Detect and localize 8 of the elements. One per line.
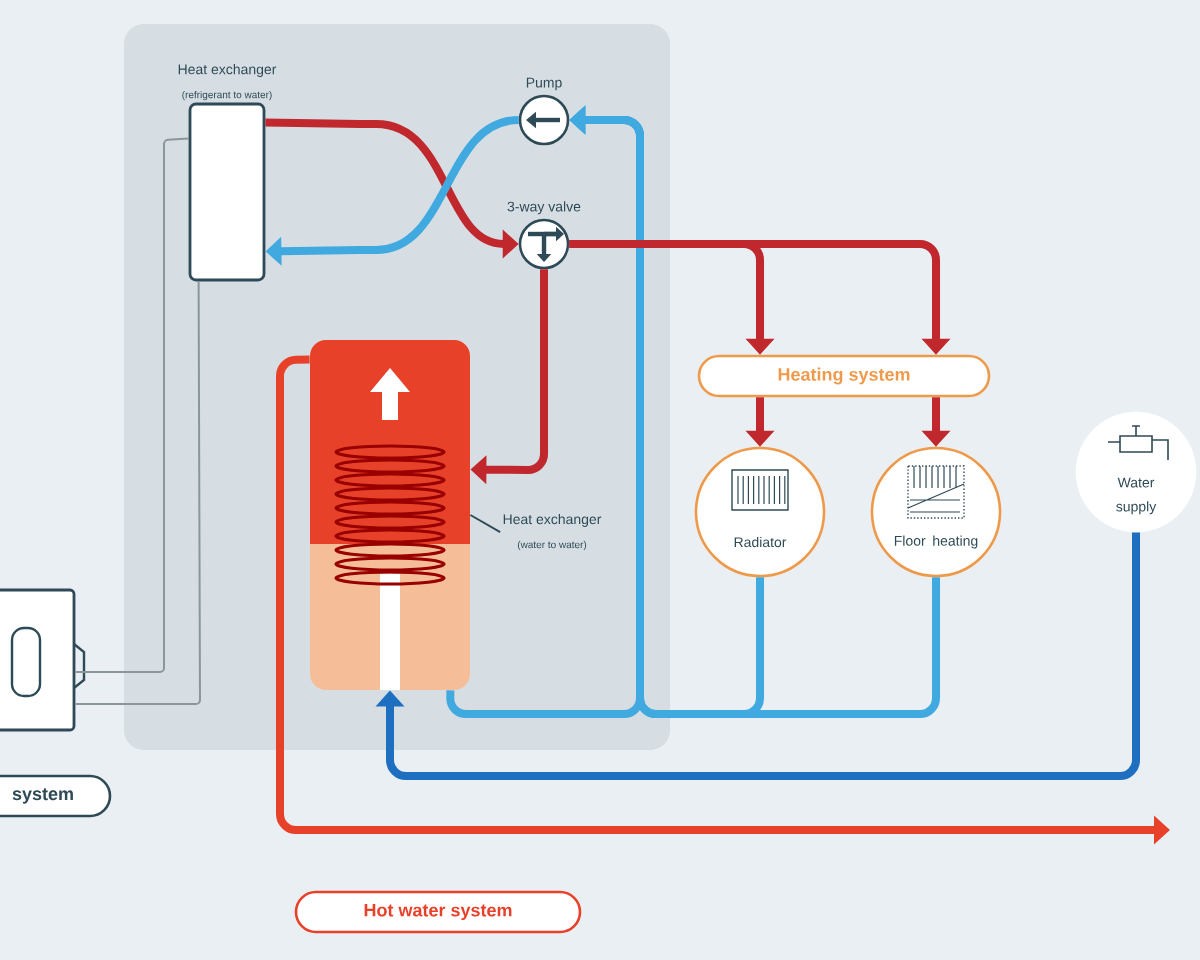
cable-line bbox=[74, 280, 201, 705]
system-label: Heating system bbox=[697, 354, 991, 398]
system-label: Hot water system bbox=[294, 890, 582, 934]
hot-water-tank bbox=[310, 340, 470, 690]
pipe bbox=[375, 532, 1140, 780]
leader-line bbox=[469, 514, 502, 533]
outdoor-unit bbox=[0, 588, 86, 732]
system-label: system bbox=[0, 774, 112, 818]
